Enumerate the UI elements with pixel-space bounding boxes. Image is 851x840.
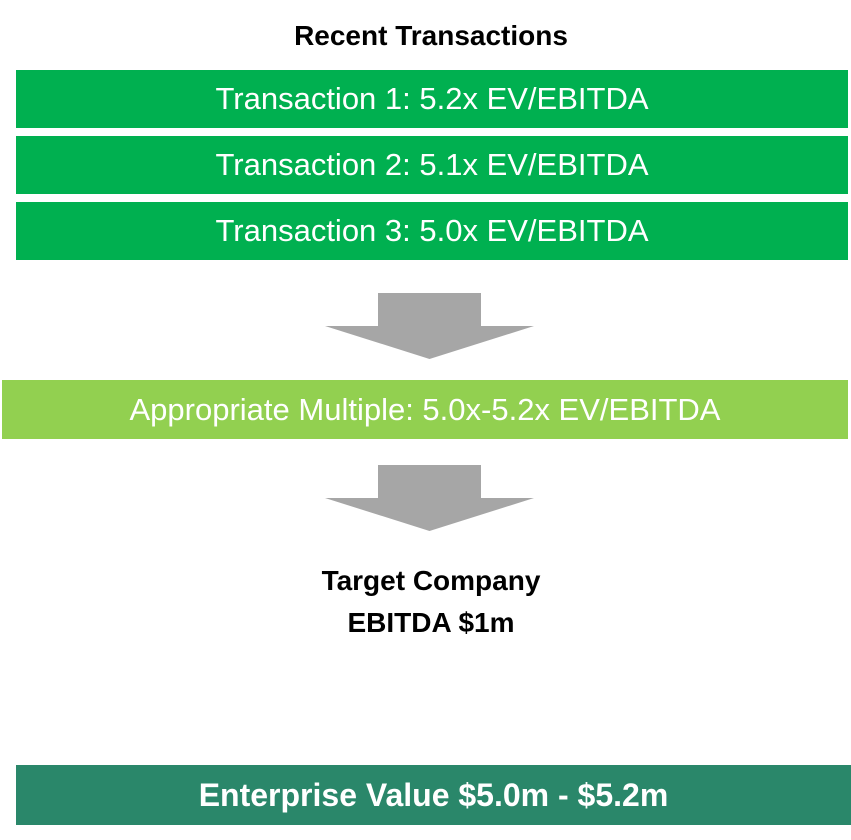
appropriate-multiple-bar: Appropriate Multiple: 5.0x-5.2x EV/EBITD… (2, 380, 848, 439)
transaction-label: Transaction 3: 5.0x EV/EBITDA (215, 213, 649, 248)
down-arrow-icon (325, 465, 534, 531)
enterprise-value-bar: Enterprise Value $5.0m - $5.2m (16, 765, 851, 825)
transaction-label: Transaction 1: 5.2x EV/EBITDA (215, 81, 649, 116)
multiple-label: Appropriate Multiple: 5.0x-5.2x EV/EBITD… (129, 391, 721, 427)
transaction-bar-1: Transaction 1: 5.2x EV/EBITDA (16, 70, 848, 128)
target-company-text: Target Company EBITDA $1m (0, 560, 851, 644)
transaction-label: Transaction 2: 5.1x EV/EBITDA (215, 147, 649, 182)
transaction-bar-3: Transaction 3: 5.0x EV/EBITDA (16, 202, 848, 260)
diagram-title: Recent Transactions (294, 20, 568, 51)
enterprise-value-label: Enterprise Value $5.0m - $5.2m (198, 776, 669, 813)
transaction-bar-2: Transaction 2: 5.1x EV/EBITDA (16, 136, 848, 194)
target-ebitda-line: EBITDA $1m (347, 607, 515, 638)
target-company-line: Target Company (321, 565, 541, 596)
down-arrow-icon (325, 293, 534, 359)
